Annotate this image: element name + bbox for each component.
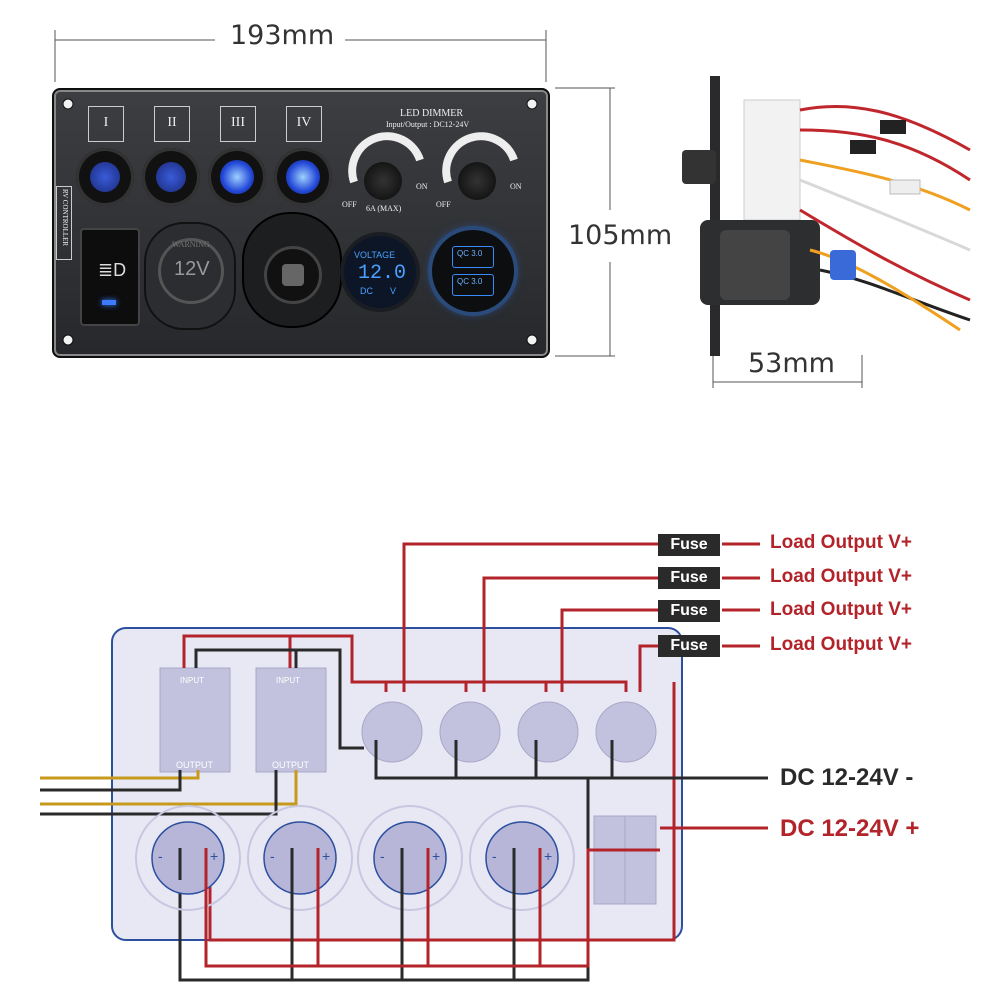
load-output-label-1: Load Output V+ — [770, 532, 912, 553]
dimmer-knob-2[interactable] — [458, 162, 496, 200]
fog-light-icon: ≣D — [98, 260, 127, 280]
fog-light-switch[interactable]: ≣D — [80, 228, 140, 326]
switch-label-1: I — [88, 106, 124, 142]
load-output-label-2: Load Output V+ — [770, 566, 912, 587]
dimmer-knob-1[interactable] — [364, 162, 402, 200]
voltage-readout: 12.0 — [358, 262, 407, 285]
depth-dimension-label: 53mm — [748, 348, 835, 379]
load-output-label-3: Load Output V+ — [770, 599, 912, 620]
width-dimension-label: 193mm — [230, 20, 335, 51]
fuse-1: Fuse — [658, 534, 720, 556]
rocker-switch-2[interactable] — [142, 148, 200, 206]
rocker-socket-3 — [517, 701, 579, 763]
switch-label-4: IV — [286, 106, 322, 142]
rocker-switch-3[interactable] — [208, 148, 266, 206]
rocker-socket-4 — [595, 701, 657, 763]
dimmer-module-2 — [255, 667, 327, 773]
dc-positive-label: DC 12-24V + — [780, 815, 920, 842]
rocker-switch-1[interactable] — [76, 148, 134, 206]
load-output-label-4: Load Output V+ — [770, 634, 912, 655]
switch-panel-front: I II III IV RV CONTROLLER ≣D WARNING 12V… — [52, 88, 550, 358]
usb-charger[interactable]: QC 3.0 QC 3.0 — [432, 230, 514, 312]
fuse-2: Fuse — [658, 567, 720, 589]
rocker-socket-2 — [439, 701, 501, 763]
switch-label-2: II — [154, 106, 190, 142]
dimmer-module-1 — [159, 667, 231, 773]
dimmer-2-output-label: OUTPUT — [272, 760, 309, 770]
dimension-lines — [54, 30, 863, 388]
dimmer-spec: Input/Output : DC12-24V — [386, 120, 470, 129]
dimmer-1-output-label: OUTPUT — [176, 760, 213, 770]
dimmer-1-input-label: INPUT — [180, 676, 204, 685]
dc-negative-label: DC 12-24V - — [780, 764, 914, 791]
rocker-socket-1 — [361, 701, 423, 763]
switch-panel-side-view — [682, 76, 971, 356]
switch-label-3: III — [220, 106, 256, 142]
voltmeter: VOLTAGE 12.0 DC V — [344, 236, 416, 308]
dimmer-2-input-label: INPUT — [276, 676, 300, 685]
side-label: RV CONTROLLER — [56, 186, 72, 260]
height-dimension-label: 105mm — [568, 220, 673, 251]
cigarette-lighter-socket[interactable] — [242, 212, 342, 328]
rocker-switch-4[interactable] — [274, 148, 332, 206]
fuse-4: Fuse — [658, 635, 720, 657]
12v-socket[interactable]: WARNING 12V — [144, 222, 236, 330]
dimmer-title: LED DIMMER — [400, 108, 464, 119]
fuse-3: Fuse — [658, 600, 720, 622]
